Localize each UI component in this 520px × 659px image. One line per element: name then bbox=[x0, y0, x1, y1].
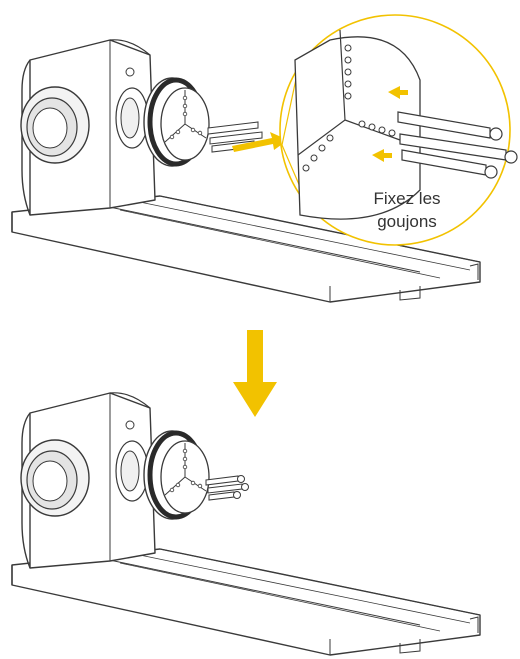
callout-label: Fixez les goujons bbox=[352, 187, 462, 233]
rotary-device-bottom bbox=[12, 393, 480, 655]
insert-arrow bbox=[232, 132, 288, 152]
down-arrow bbox=[233, 330, 277, 417]
callout-line-2: goujons bbox=[377, 212, 437, 231]
callout-line-1: Fixez les bbox=[373, 189, 441, 208]
callout-circle bbox=[279, 14, 518, 246]
pins-bottom bbox=[205, 475, 249, 501]
